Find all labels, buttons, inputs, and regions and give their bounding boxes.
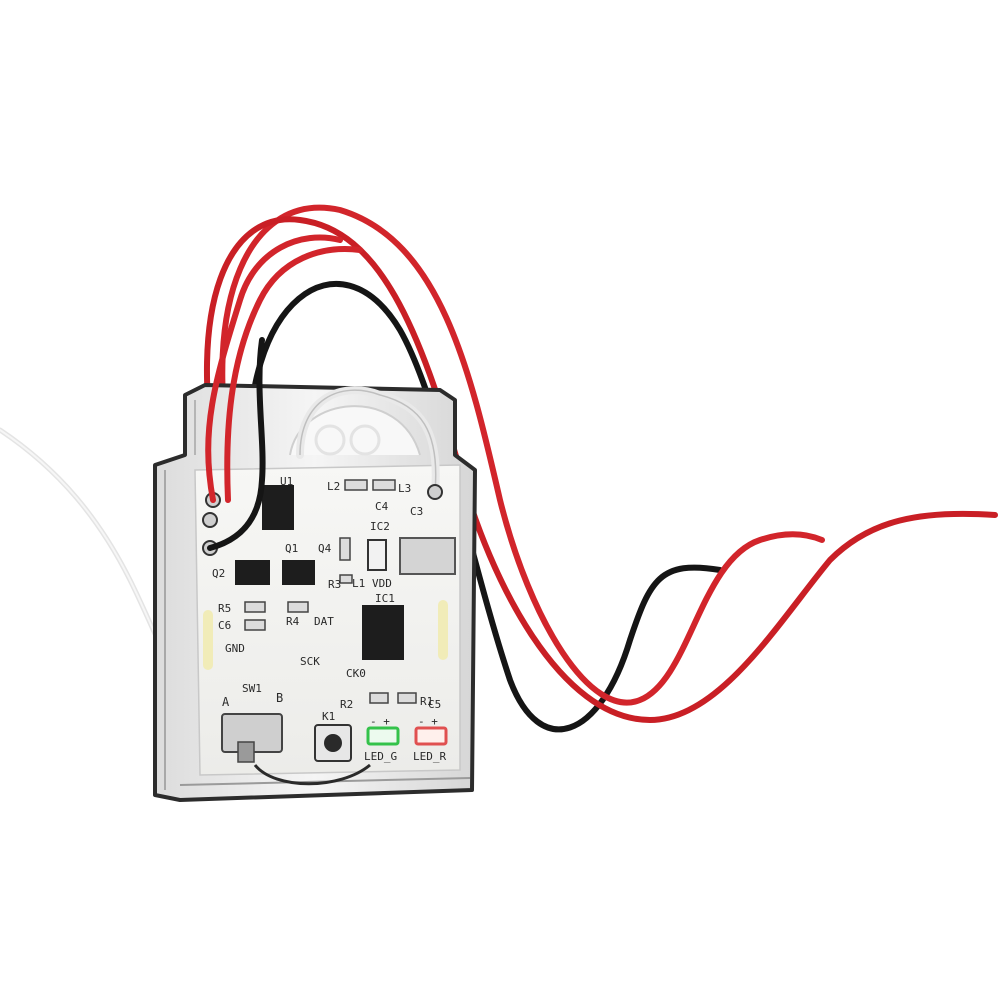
label-ic1: IC1 bbox=[375, 592, 395, 605]
label-l1: L1 bbox=[352, 577, 365, 590]
label-dat: DAT bbox=[314, 615, 334, 628]
label-cko: CK0 bbox=[346, 667, 366, 680]
black-wire-front bbox=[207, 337, 266, 551]
label-c4: C4 bbox=[375, 500, 389, 513]
label-r4: R4 bbox=[286, 615, 300, 628]
label-r3: R3 bbox=[328, 578, 341, 591]
push-button-k1 bbox=[314, 724, 352, 762]
label-sw1: SW1 bbox=[242, 682, 262, 695]
label-r2: R2 bbox=[340, 698, 353, 711]
red-wire-front-2 bbox=[224, 246, 363, 503]
white-wire-left bbox=[0, 427, 178, 673]
label-led-r-polarity: - + bbox=[418, 715, 438, 728]
label-r1: R1 bbox=[420, 695, 433, 708]
label-u1: U1 bbox=[280, 475, 293, 488]
led-red bbox=[414, 726, 448, 746]
label-a: A bbox=[222, 695, 230, 709]
label-led-g-polarity: - + bbox=[370, 715, 390, 728]
label-r5: R5 bbox=[218, 602, 231, 615]
label-sck: SCK bbox=[300, 655, 320, 668]
label-q2: Q2 bbox=[212, 567, 225, 580]
label-l2: L2 bbox=[327, 480, 340, 493]
red-wire-back-2 bbox=[204, 216, 998, 724]
label-led-r: LED_R bbox=[413, 750, 446, 763]
label-ic2: IC2 bbox=[370, 520, 390, 533]
label-gnd: GND bbox=[225, 642, 245, 655]
silkscreen-labels: U1 L2 L3 C4 C3 IC2 Q1 Q4 Q2 R3 L1 VDD IC… bbox=[212, 475, 446, 763]
pcb-board bbox=[194, 386, 461, 786]
label-c6: C6 bbox=[218, 619, 231, 632]
label-c3: C3 bbox=[410, 505, 423, 518]
label-b: B bbox=[276, 691, 283, 705]
label-vdd: VDD bbox=[372, 577, 392, 590]
label-q1: Q1 bbox=[285, 542, 298, 555]
label-c5: C5 bbox=[428, 698, 441, 711]
black-wire-back bbox=[246, 281, 723, 733]
led-green bbox=[366, 726, 400, 746]
red-wire-front-1 bbox=[205, 234, 343, 503]
label-q4: Q4 bbox=[318, 542, 332, 555]
label-led-g: LED_G bbox=[364, 750, 397, 763]
label-l3: L3 bbox=[398, 482, 411, 495]
label-k1: K1 bbox=[322, 710, 335, 723]
slide-switch-sw1 bbox=[221, 713, 283, 763]
